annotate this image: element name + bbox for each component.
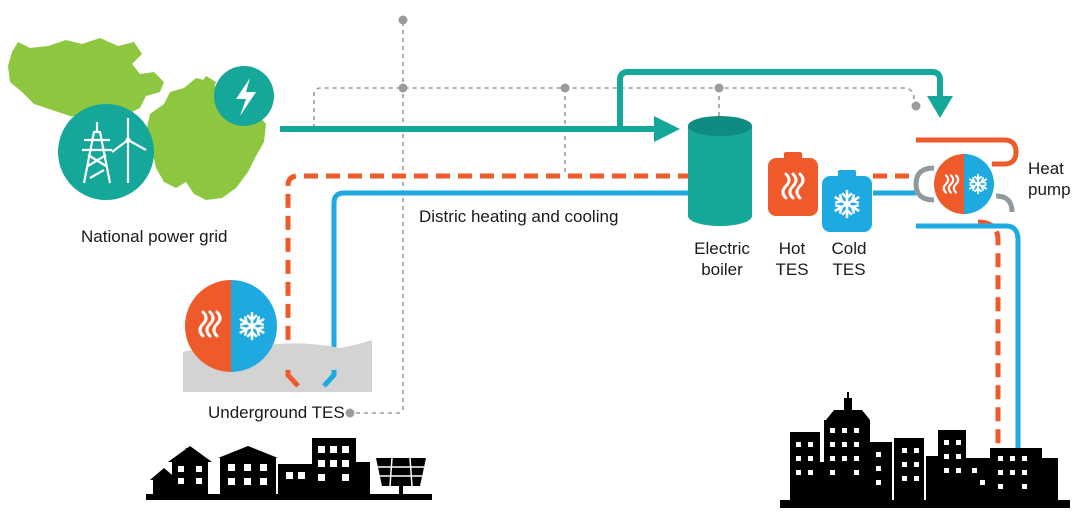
map-europe-north-america: [8, 38, 266, 200]
lightning-icon: [214, 66, 274, 126]
hot-tes-tank: [768, 152, 818, 216]
electricity-line: [280, 69, 953, 142]
district-heating-label: Distric heating and cooling: [419, 207, 619, 226]
electric-boiler-label: Electric boiler: [694, 238, 750, 280]
power-pylon-wind-turbine-icon: [58, 104, 154, 200]
electric-boiler-label-line1: Electric: [694, 239, 750, 258]
heat-pump-unit: [913, 137, 1019, 214]
heat-pump-label-line1: Heat: [1028, 159, 1064, 178]
heat-pump-label-line2: pump: [1028, 180, 1071, 199]
city-skyline: [780, 392, 1070, 508]
hot-tes-label: Hot TES: [775, 238, 808, 280]
cold-tes-label-line1: Cold: [831, 239, 867, 258]
cold-tes-tank: [822, 170, 872, 232]
electric-boiler-tank: [688, 116, 752, 226]
heat-pump-label: Heat pump: [1028, 158, 1071, 200]
houses-windows: [178, 446, 349, 485]
hot-tes-label-line1: Hot: [778, 239, 806, 258]
cold-water-network: [331, 190, 1021, 448]
solar-panel-icon: [376, 457, 426, 494]
cold-tes-label: Cold TES: [832, 238, 867, 280]
underground-tes-label: Underground TES: [208, 403, 345, 422]
national-power-grid-label: National power grid: [81, 227, 228, 246]
electric-boiler-label-line2: boiler: [701, 260, 743, 279]
cold-tes-label-line2: TES: [832, 260, 866, 279]
control-dots: [345, 15, 921, 418]
underground-tes-unit: [183, 280, 372, 392]
hot-tes-label-line2: TES: [775, 260, 809, 279]
hot-water-network: [285, 173, 1001, 448]
